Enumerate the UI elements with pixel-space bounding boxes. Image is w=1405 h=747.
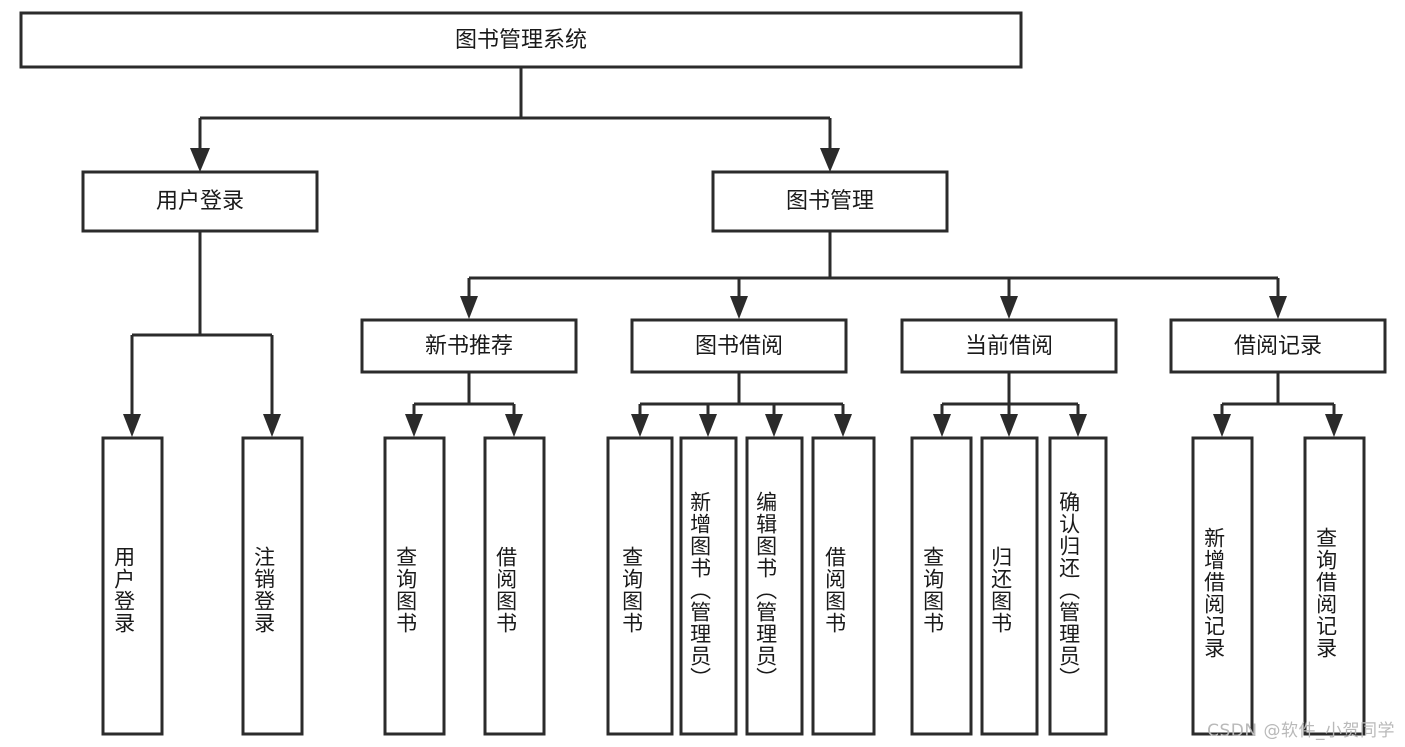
current-borrow-box[interactable] <box>900 318 1118 374</box>
book-manage-box[interactable] <box>711 170 949 233</box>
book-borrow-label: 图书借阅 <box>695 334 783 359</box>
leaf-box-current-confirm[interactable] <box>1048 436 1108 736</box>
node-book-borrow[interactable]: 图书借阅 <box>630 318 848 374</box>
borrow-record-label: 借阅记录 <box>1234 334 1322 359</box>
leaf-box-borrow-edit[interactable] <box>745 436 804 736</box>
arrow-current-leaf-2 <box>1000 414 1018 437</box>
user-login-label: 用户登录 <box>156 189 244 214</box>
leaf-box-newbook-query[interactable] <box>383 436 446 736</box>
arrow-user-leaf-2 <box>263 414 281 437</box>
node-new-book[interactable]: 新书推荐 <box>360 318 578 374</box>
new-book-label: 新书推荐 <box>425 334 513 359</box>
node-book-manage[interactable]: 图书管理 <box>711 170 949 233</box>
root-label: 图书管理系统 <box>455 28 587 53</box>
arrow-record-leaf-1 <box>1213 414 1231 437</box>
node-current-borrow[interactable]: 当前借阅 <box>900 318 1118 374</box>
leaf-box-borrow-add[interactable] <box>679 436 738 736</box>
arrow-to-new-book <box>460 296 478 319</box>
node-user-login[interactable]: 用户登录 <box>81 170 319 233</box>
new-book-box[interactable] <box>360 318 578 374</box>
book-manage-label: 图书管理 <box>786 189 874 214</box>
csdn-watermark: CSDN @软件_小贺同学 <box>1207 721 1395 741</box>
current-borrow-label: 当前借阅 <box>965 334 1053 359</box>
leaf-box-user-login[interactable] <box>101 436 164 736</box>
leaf-box-current-return[interactable] <box>980 436 1039 736</box>
arrow-newbook-leaf-1 <box>405 414 423 437</box>
book-borrow-box[interactable] <box>630 318 848 374</box>
arrow-current-leaf-1 <box>933 414 951 437</box>
leaf-boxes <box>101 436 1366 736</box>
connectors <box>123 68 1343 437</box>
leaf-box-borrow-query[interactable] <box>606 436 674 736</box>
arrow-borrow-leaf-2 <box>699 414 717 437</box>
arrow-user-leaf-1 <box>123 414 141 437</box>
arrow-borrow-leaf-1 <box>631 414 649 437</box>
arrow-to-current-borrow <box>1000 296 1018 319</box>
node-root[interactable]: 图书管理系统 <box>19 11 1023 69</box>
node-borrow-record[interactable]: 借阅记录 <box>1169 318 1387 374</box>
arrow-to-book-borrow <box>730 296 748 319</box>
leaf-box-current-query[interactable] <box>910 436 973 736</box>
leaf-box-record-query[interactable] <box>1303 436 1366 736</box>
arrow-record-leaf-2 <box>1325 414 1343 437</box>
borrow-record-box[interactable] <box>1169 318 1387 374</box>
arrow-to-borrow-record <box>1269 296 1287 319</box>
leaf-box-newbook-borrow[interactable] <box>483 436 546 736</box>
root-box[interactable] <box>19 11 1023 69</box>
arrow-to-user-login <box>190 148 210 172</box>
arrow-newbook-leaf-2 <box>505 414 523 437</box>
arrow-borrow-leaf-4 <box>834 414 852 437</box>
arrow-to-book-manage <box>820 148 840 172</box>
arrow-borrow-leaf-3 <box>765 414 783 437</box>
user-login-box[interactable] <box>81 170 319 233</box>
leaf-box-record-add[interactable] <box>1191 436 1254 736</box>
leaf-box-borrow-lend[interactable] <box>811 436 876 736</box>
arrow-current-leaf-3 <box>1069 414 1087 437</box>
leaf-box-user-logout[interactable] <box>241 436 304 736</box>
